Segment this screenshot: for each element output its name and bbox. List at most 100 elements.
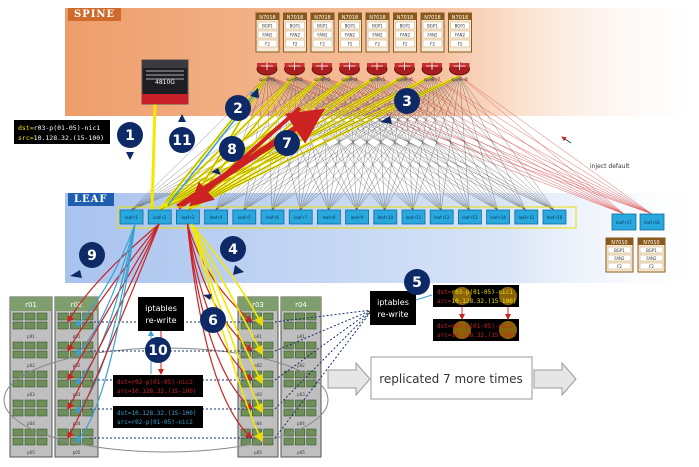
server-unit bbox=[283, 437, 294, 446]
leaf-switch-7[interactable]: leaf-r7 bbox=[288, 209, 313, 225]
pod-label: p05 bbox=[73, 450, 81, 455]
mesh-link bbox=[349, 75, 526, 211]
server-unit bbox=[295, 408, 305, 417]
mesh-link bbox=[404, 75, 555, 211]
router-3[interactable]: spine-r3 bbox=[311, 62, 333, 82]
server-unit bbox=[263, 379, 274, 388]
spine-band-label: SPINE bbox=[68, 8, 122, 21]
callout-circle bbox=[169, 127, 195, 153]
server-unit bbox=[306, 399, 317, 408]
mesh-link bbox=[349, 75, 414, 211]
leaf-switch-12[interactable]: leaf-r12 bbox=[429, 209, 454, 225]
router-8[interactable]: spine-r8 bbox=[449, 62, 470, 82]
spine-card-row-label: BGP1 bbox=[345, 24, 356, 29]
router-6[interactable]: spine-r6 bbox=[394, 62, 415, 82]
pod-label: p03 bbox=[27, 392, 35, 397]
server-unit bbox=[24, 428, 36, 437]
router-1[interactable]: spine-r1 bbox=[256, 62, 278, 82]
leaf-switch-6[interactable]: leaf-r6 bbox=[260, 209, 285, 225]
callout-number: 1 bbox=[125, 128, 135, 144]
spine-card-row bbox=[312, 21, 333, 30]
leaf-switch-5[interactable]: leaf-r5 bbox=[232, 209, 257, 225]
chassis-4810g[interactable]: 4810G bbox=[141, 59, 189, 105]
router-5[interactable]: spine-r5 bbox=[366, 62, 388, 82]
server-unit bbox=[263, 428, 274, 437]
router-4[interactable]: spine-r4 bbox=[339, 62, 360, 82]
server-unit bbox=[263, 321, 274, 330]
spine-card-header bbox=[283, 13, 307, 20]
leaf-band-label: LEAF bbox=[68, 193, 114, 206]
router-7[interactable]: spine-r7 bbox=[421, 62, 443, 82]
server-unit bbox=[306, 437, 317, 446]
spine-card-row-label: FAN2 bbox=[455, 33, 466, 38]
spine-card-row bbox=[340, 39, 360, 48]
mesh-link bbox=[431, 75, 470, 211]
leaf-switch-11[interactable]: leaf-r11 bbox=[401, 209, 426, 225]
leaf-switch-16[interactable]: leaf-r16 bbox=[542, 209, 567, 225]
server-unit bbox=[12, 408, 24, 417]
spine-card-row-label: FAN2 bbox=[400, 33, 411, 38]
callout-11: 11 bbox=[169, 127, 195, 153]
flow-center2-src-label: src= bbox=[117, 419, 132, 426]
server-unit bbox=[283, 399, 294, 408]
server-unit bbox=[12, 350, 24, 359]
pod-label: p03 bbox=[73, 392, 81, 397]
server-unit bbox=[295, 350, 305, 359]
leaf-switch-4[interactable]: leaf-r4 bbox=[204, 209, 229, 225]
leaf-switch-3[interactable]: leaf-r3 bbox=[175, 209, 200, 225]
spine-card-row-label: BGP1 bbox=[262, 24, 273, 29]
mesh-link bbox=[459, 75, 470, 211]
leaf-switch-right-1[interactable]: leaf-r17 bbox=[611, 213, 637, 231]
server-unit bbox=[263, 408, 274, 417]
leaf-switch-14[interactable]: leaf-r14 bbox=[486, 209, 511, 225]
replicated-arrow-right bbox=[533, 361, 577, 397]
iptables-right-line2: re-write bbox=[377, 310, 408, 319]
red-arrow-down bbox=[189, 106, 302, 207]
router-label: spine-r3 bbox=[314, 77, 331, 82]
flow-rtop-src-value: 10.128.32.(15-100) bbox=[451, 298, 516, 305]
server-unit bbox=[263, 399, 274, 408]
flow-top-dst-value: r03-p(01-05)-nic1 bbox=[34, 124, 101, 132]
leaf-switch-right-2[interactable]: leaf-r18 bbox=[639, 213, 665, 231]
leaf-switch-9[interactable]: leaf-r9 bbox=[345, 209, 370, 225]
server-unit bbox=[306, 428, 317, 437]
leaf-switch-8[interactable]: leaf-r8 bbox=[316, 209, 341, 225]
leaf-switch-2[interactable]: leaf-r2 bbox=[147, 209, 172, 225]
chassis-label: 4810G bbox=[155, 79, 175, 86]
replicated-box bbox=[370, 356, 533, 400]
server-unit bbox=[283, 341, 294, 350]
leaf-switch-label: leaf-r15 bbox=[519, 215, 535, 220]
leaf-switch-15[interactable]: leaf-r15 bbox=[514, 209, 539, 225]
leaf-switch-body bbox=[373, 209, 398, 225]
server-unit bbox=[306, 408, 317, 417]
leaf-switch-1[interactable]: leaf-r1 bbox=[119, 209, 144, 225]
svg-text:src=10.128.32.(15-100): src=10.128.32.(15-100) bbox=[437, 332, 516, 339]
leaf-switch-label: leaf-r7 bbox=[294, 215, 307, 220]
leaf-switch-10[interactable]: leaf-r10 bbox=[373, 209, 398, 225]
server-unit bbox=[263, 341, 274, 350]
leaf-switch-13[interactable]: leaf-r13 bbox=[457, 209, 482, 225]
mesh-link bbox=[459, 75, 526, 211]
server-unit bbox=[306, 312, 317, 321]
flow-rtop-dst-label: dst= bbox=[437, 289, 452, 296]
callout-1: 1 bbox=[117, 122, 143, 148]
server-unit bbox=[24, 321, 36, 330]
router-2[interactable]: spine-r2 bbox=[284, 62, 305, 82]
rack-header bbox=[281, 297, 321, 311]
leaf-switch-body bbox=[514, 209, 539, 225]
leaf-switch-body bbox=[260, 209, 285, 225]
server-unit bbox=[57, 428, 69, 437]
